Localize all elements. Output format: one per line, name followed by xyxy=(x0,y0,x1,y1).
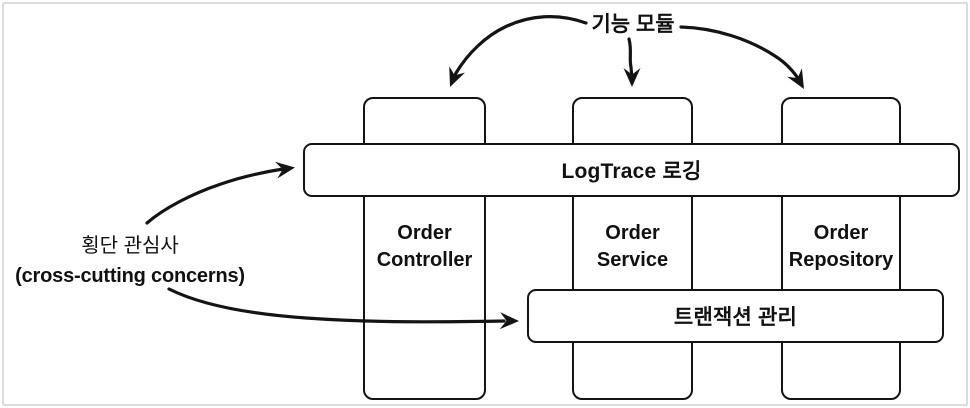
logtrace-bar: LogTrace 로깅 xyxy=(303,143,960,197)
arrowhead-icon xyxy=(787,68,804,89)
module-label-line: Order xyxy=(397,222,452,244)
module-label-order-repository: Order Repository xyxy=(781,216,901,278)
arrowhead-icon xyxy=(449,66,465,87)
logtrace-bar-label: LogTrace 로깅 xyxy=(561,160,702,183)
module-label-order-controller: Order Controller xyxy=(363,216,486,278)
arrowhead-icon xyxy=(275,161,295,179)
transaction-bar: 트랜잭션 관리 xyxy=(527,289,944,343)
feature-module-arrow-middle xyxy=(623,37,641,87)
module-label-line: Order xyxy=(605,222,660,244)
cross-cutting-label: 횡단 관심사 (cross-cutting concerns) xyxy=(6,231,254,291)
cross-cutting-label-en: (cross-cutting concerns) xyxy=(15,265,245,287)
transaction-bar-label: 트랜잭션 관리 xyxy=(673,306,798,329)
arrowhead-icon xyxy=(623,68,641,87)
module-label-line: Repository xyxy=(788,249,894,271)
arrowhead-icon xyxy=(499,312,519,330)
module-label-line: Order xyxy=(813,222,869,244)
module-label-line: Service xyxy=(596,249,669,271)
feature-modules-label-text: 기능 모듈 xyxy=(591,13,675,36)
cross-cutting-label-kr: 횡단 관심사 xyxy=(81,235,179,257)
module-label-line: Controller xyxy=(376,249,473,271)
module-label-order-service: Order Service xyxy=(572,216,693,278)
cross-cutting-arrow-top xyxy=(145,161,295,225)
feature-modules-label: 기능 모듈 xyxy=(558,9,708,37)
